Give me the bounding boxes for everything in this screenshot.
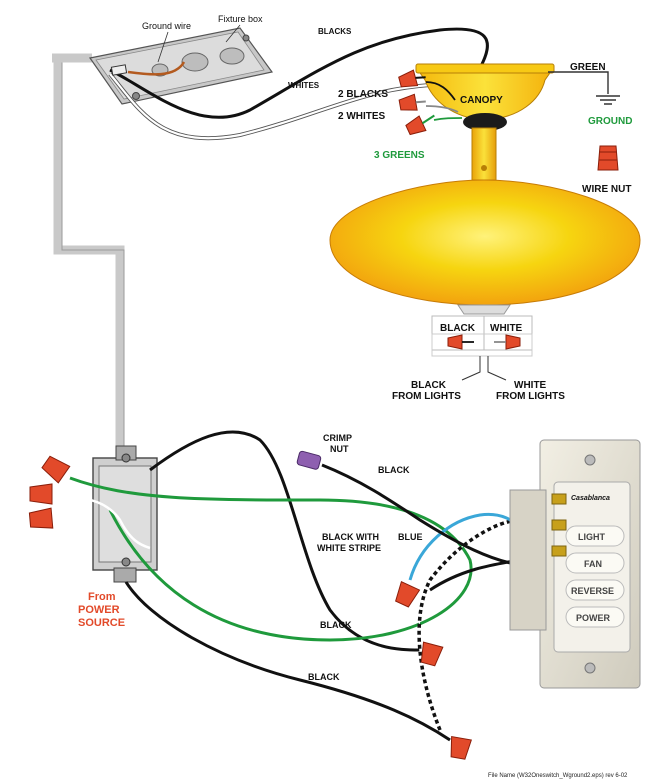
wire-blacks-top bbox=[109, 27, 489, 119]
label-green: GREEN bbox=[570, 62, 606, 73]
wire-bundle-end bbox=[110, 64, 128, 76]
light-kit-leads bbox=[431, 315, 533, 381]
label-fixture-box: Fixture box bbox=[218, 14, 263, 24]
label-ground: GROUND bbox=[588, 116, 632, 127]
label-black-low: BLACK bbox=[308, 672, 340, 682]
wire-black-stripe-white bbox=[418, 519, 521, 731]
file-name: File Name (W32Oneswitch_Wground2.eps) re… bbox=[488, 773, 628, 779]
label-black-from-lights-2: FROM LIGHTS bbox=[392, 391, 461, 402]
label-light-black: BLACK bbox=[440, 323, 476, 334]
label-blacks-top: BLACKS bbox=[318, 27, 352, 36]
label-black-stripe-1: BLACK WITH bbox=[322, 532, 379, 542]
label-crimp-nut-2: NUT bbox=[330, 444, 349, 454]
wire-crimp-black bbox=[321, 463, 521, 567]
label-two-blacks: 2 BLACKS bbox=[338, 89, 388, 100]
label-white-from-lights-2: FROM LIGHTS bbox=[496, 391, 565, 402]
canopy-wire-nuts bbox=[398, 69, 463, 136]
switch-button-light: LIGHT bbox=[578, 532, 605, 542]
down-rod bbox=[471, 127, 497, 181]
wire-black-switch-top bbox=[149, 430, 421, 652]
label-black-switch: BLACK bbox=[378, 465, 410, 475]
label-two-whites: 2 WHITES bbox=[338, 111, 386, 122]
crimp-nut-icon bbox=[296, 450, 322, 470]
switch-junction-box bbox=[92, 445, 158, 583]
ground-wire bbox=[127, 61, 186, 76]
switch-button-fan: FAN bbox=[584, 559, 602, 569]
label-black-from-lights-1: BLACK bbox=[411, 380, 447, 391]
label-wire-nut: WIRE NUT bbox=[582, 184, 631, 195]
label-blue: BLUE bbox=[398, 532, 423, 542]
label-black-mid: BLACK bbox=[320, 620, 352, 630]
label-power-source-3: SOURCE bbox=[78, 617, 125, 629]
wall-control bbox=[509, 439, 641, 689]
wire-whites-top-inner bbox=[109, 73, 431, 140]
switch-button-power: POWER bbox=[576, 613, 611, 623]
label-ground-wire: Ground wire bbox=[142, 21, 191, 31]
label-power-source-1: From bbox=[88, 591, 116, 603]
label-light-white: WHITE bbox=[490, 323, 523, 334]
wire-black-lower bbox=[124, 581, 451, 742]
switch-brand: Casablanca bbox=[571, 495, 610, 502]
canopy bbox=[415, 63, 555, 131]
wire-nut-icon bbox=[597, 145, 619, 171]
label-canopy: CANOPY bbox=[460, 95, 503, 106]
wire-green-loop bbox=[69, 476, 473, 642]
label-black-stripe-2: WHITE STRIPE bbox=[317, 543, 381, 553]
conduit-edge bbox=[61, 58, 125, 450]
label-three-greens: 3 GREENS bbox=[374, 150, 425, 161]
switch-wire-nuts bbox=[395, 580, 472, 760]
label-whites-top: WHITES bbox=[288, 81, 320, 90]
wire-green-ground bbox=[548, 71, 609, 94]
fan-motor-housing bbox=[329, 179, 641, 306]
switch-button-reverse: REVERSE bbox=[571, 586, 614, 596]
ground-symbol bbox=[596, 95, 620, 105]
label-power-source-2: POWER bbox=[78, 604, 120, 616]
wire-white-box bbox=[59, 496, 151, 550]
wire-black-stripe bbox=[417, 518, 521, 731]
conduit bbox=[53, 58, 125, 450]
label-crimp-nut-1: CRIMP bbox=[323, 433, 352, 443]
label-white-from-lights-1: WHITE bbox=[514, 380, 547, 391]
switch-box-wire-nuts bbox=[28, 455, 71, 529]
